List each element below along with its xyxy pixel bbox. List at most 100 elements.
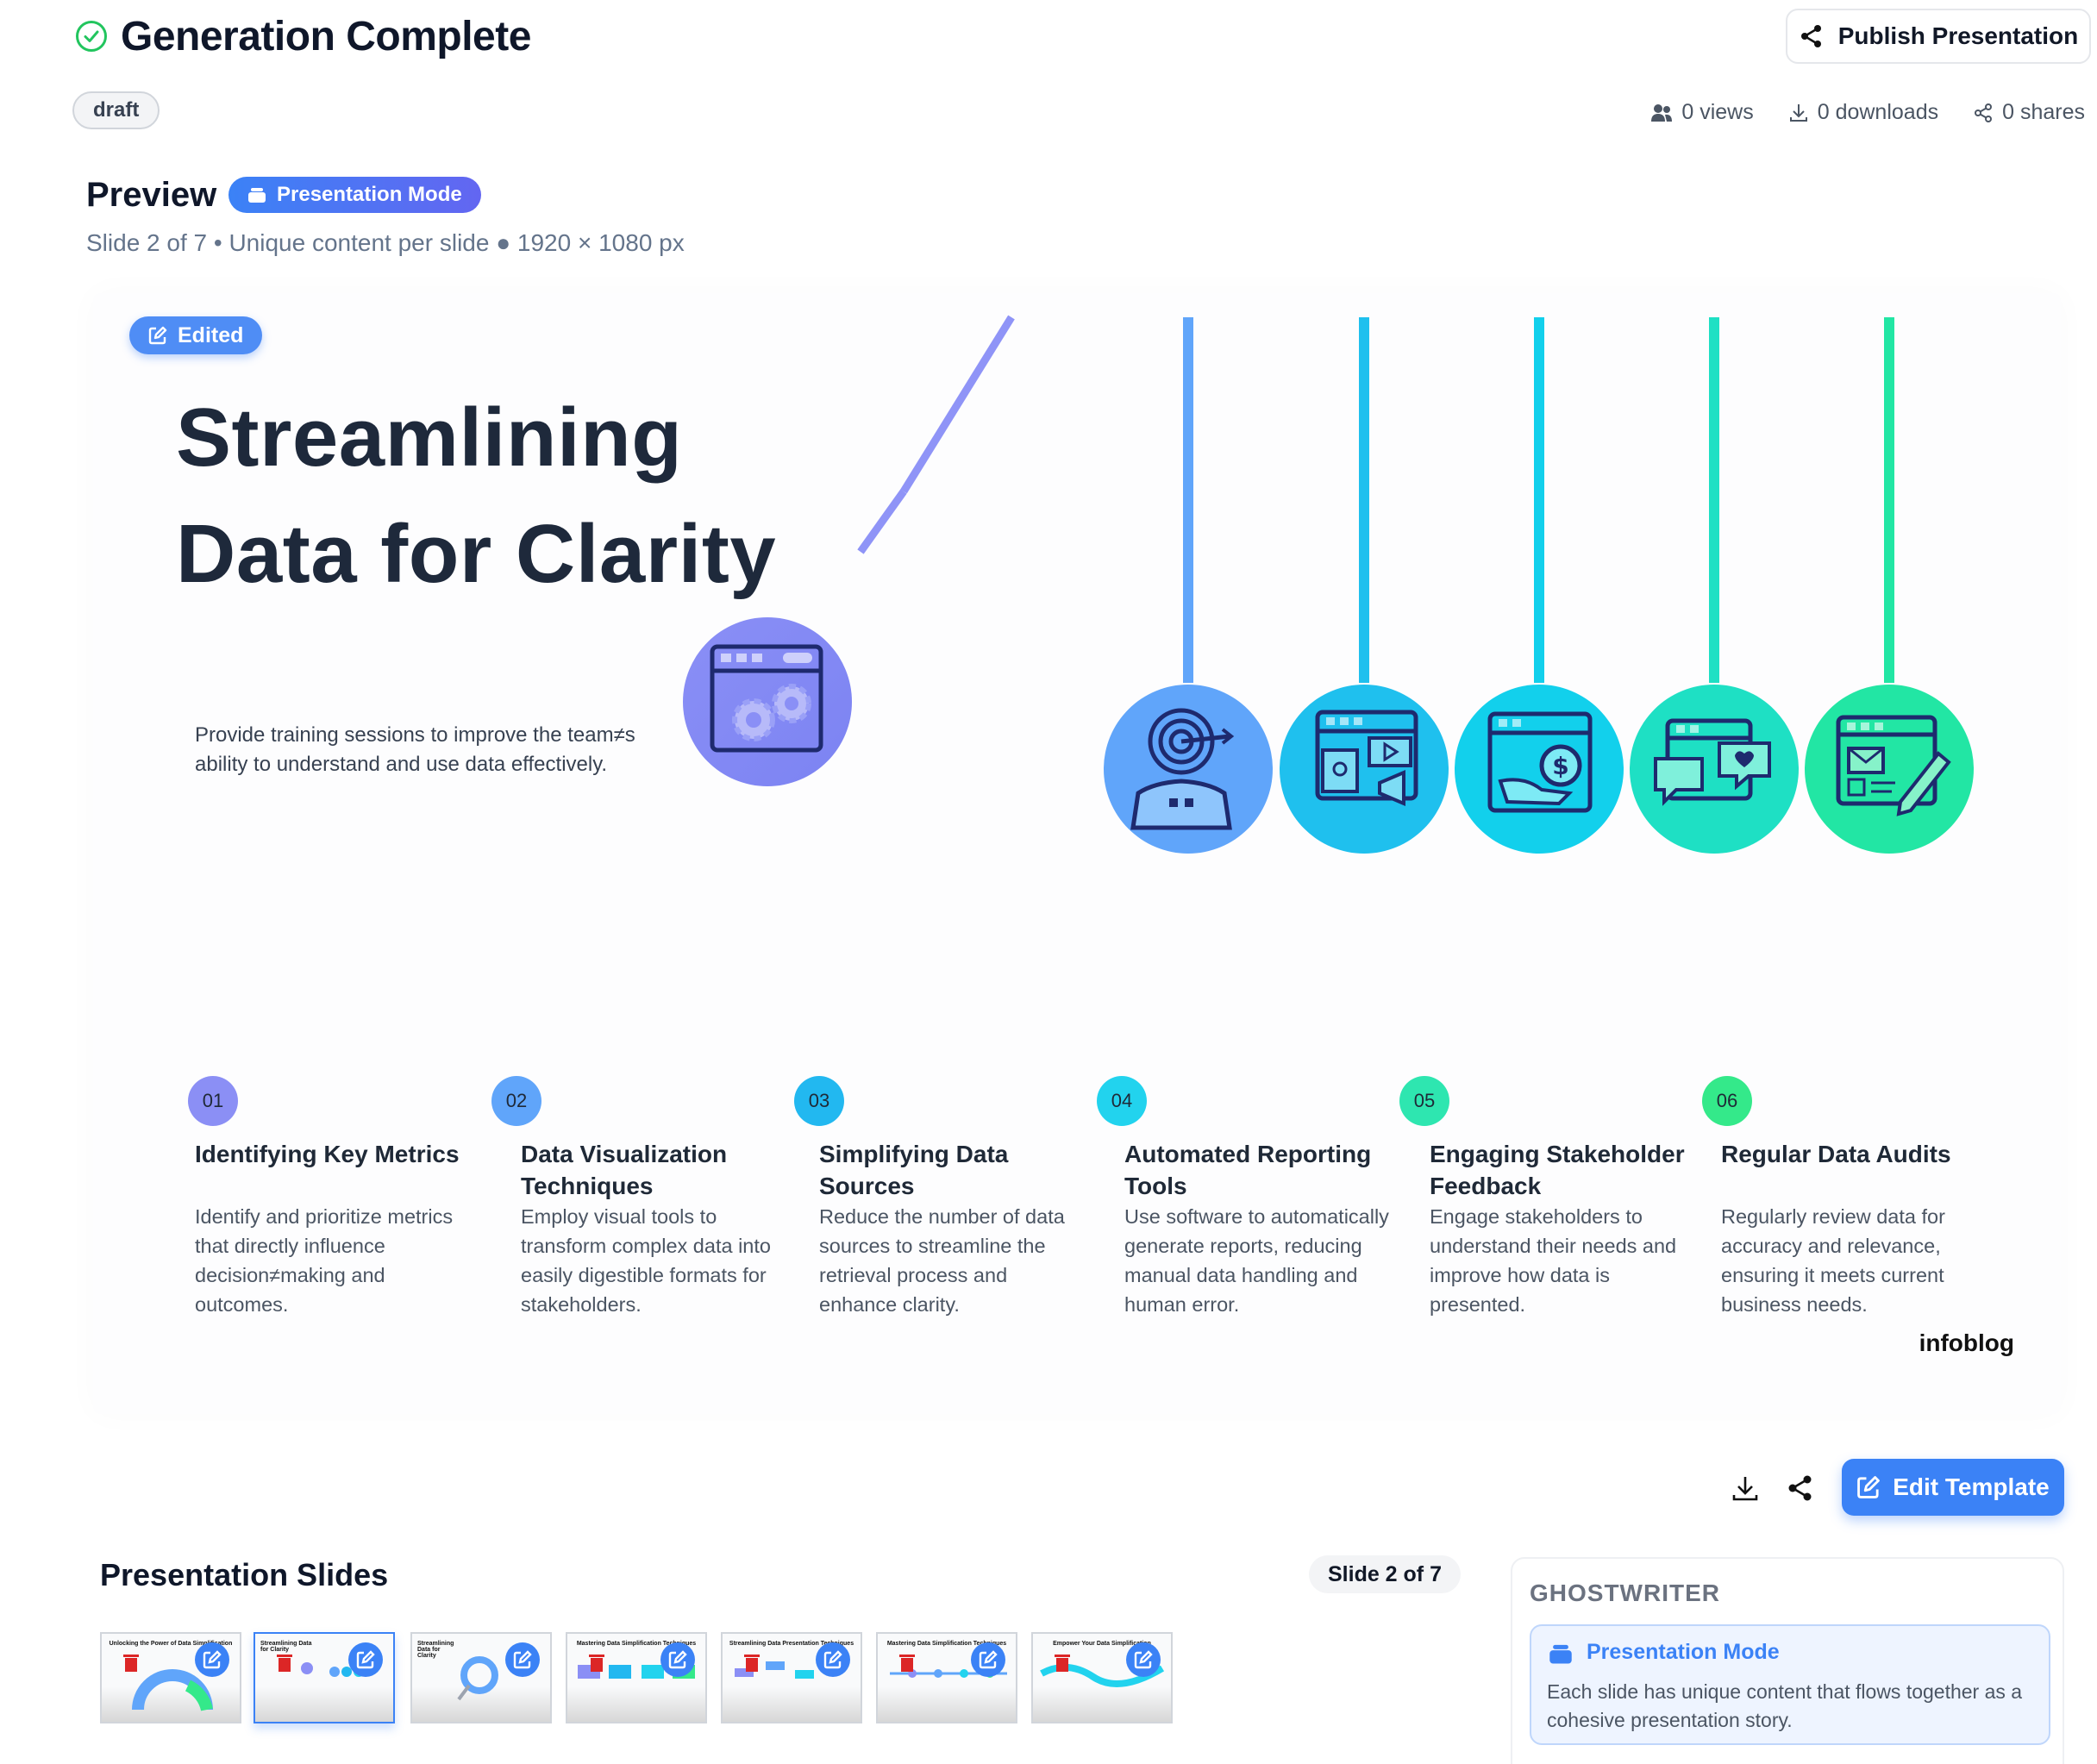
- step-title: Engaging Stakeholder Feedback: [1430, 1141, 1685, 1199]
- step-number: 03: [794, 1076, 844, 1126]
- media-marketing-icon: [1280, 685, 1449, 854]
- slide-thumbnail[interactable]: Mastering Data Simplification Techniques: [876, 1632, 1017, 1723]
- thumbnail-title: Mastering Data Simplification Techniques: [576, 1641, 697, 1647]
- share-icon: [1800, 25, 1821, 47]
- step-number: 06: [1702, 1076, 1752, 1126]
- layers-icon: [1549, 1644, 1572, 1664]
- slide-preview: $ Ed: [93, 293, 2061, 1414]
- step-description: Employ visual tools to transform complex…: [521, 1205, 771, 1316]
- slide-graphics: $: [683, 315, 1974, 854]
- share-icon: [1975, 103, 1993, 122]
- trash-icon[interactable]: [122, 1653, 140, 1673]
- svg-text:$: $: [1552, 752, 1568, 780]
- edit-icon: [823, 1650, 842, 1669]
- step-title: Identifying Key Metrics: [195, 1141, 460, 1167]
- brand-logo: infoblog: [1919, 1329, 2014, 1356]
- views-count: 0 views: [1681, 100, 1754, 124]
- slide-thumbnail[interactable]: Streamlining Data for Clarity: [254, 1632, 395, 1723]
- edit-icon: [1134, 1650, 1153, 1669]
- views-stat: 0 views: [1650, 100, 1754, 125]
- edit-icon: [1857, 1476, 1881, 1498]
- slide-title: Streamlining Data for Clarity: [176, 391, 777, 600]
- payment-window-icon: $: [1455, 685, 1624, 854]
- download-icon: [1789, 103, 1807, 122]
- edit-icon: [203, 1650, 222, 1669]
- slide-thumbnail[interactable]: Streamlining Data Presentation Technique…: [721, 1632, 862, 1723]
- edit-icon: [356, 1650, 375, 1669]
- edit-slide-button[interactable]: [660, 1642, 695, 1677]
- trash-icon[interactable]: [1054, 1653, 1071, 1673]
- edit-icon: [979, 1650, 998, 1669]
- ghostwriter-mode-card: Presentation Mode Each slide has unique …: [1530, 1624, 2050, 1745]
- target-person-icon: [1104, 685, 1273, 854]
- shares-stat: 0 shares: [1973, 100, 2085, 125]
- step-description: Reduce the number of data sources to str…: [819, 1205, 1065, 1316]
- presentation-mode-label: Presentation Mode: [277, 183, 462, 206]
- edited-badge[interactable]: Edited: [129, 316, 263, 354]
- preview-title: Preview: [86, 176, 217, 214]
- connector-line: [857, 489, 907, 554]
- edit-slide-button[interactable]: [816, 1642, 850, 1677]
- slides-heading: Presentation Slides: [100, 1557, 389, 1592]
- layers-icon: [248, 188, 266, 203]
- step-number: 01: [188, 1076, 238, 1126]
- edit-slide-button[interactable]: [195, 1642, 229, 1677]
- slide-thumbnail[interactable]: Streamlining Data for Clarity: [410, 1632, 552, 1723]
- edit-slide-button[interactable]: [348, 1642, 383, 1677]
- page-title: Generation Complete: [121, 14, 531, 59]
- edit-slide-button[interactable]: [971, 1642, 1005, 1677]
- downloads-count: 0 downloads: [1817, 100, 1939, 124]
- trash-icon[interactable]: [898, 1653, 916, 1673]
- design-edit-icon: [1805, 685, 1974, 854]
- edit-slide-button[interactable]: [505, 1642, 540, 1677]
- step-title: Regular Data Audits: [1721, 1141, 1951, 1167]
- slide-thumbnail[interactable]: Empower Your Data Simplification: [1031, 1632, 1173, 1723]
- ghostwriter-card-title: Presentation Mode: [1587, 1640, 1780, 1664]
- slide-count-badge: Slide 2 of 7: [1309, 1555, 1461, 1593]
- users-icon: [1651, 103, 1673, 122]
- trash-icon[interactable]: [588, 1653, 605, 1673]
- step-title: Simplifying Data Sources: [819, 1141, 1009, 1199]
- edit-icon: [668, 1650, 687, 1669]
- step-description: Identify and prioritize metrics that dir…: [195, 1205, 454, 1316]
- connector-line: [900, 315, 1015, 494]
- trash-icon[interactable]: [743, 1653, 761, 1673]
- step-description: Engage stakeholders to understand their …: [1430, 1205, 1677, 1316]
- thumbnail-graphic: [457, 1656, 498, 1701]
- ghostwriter-panel: GHOSTWRITER Presentation Mode Each slide…: [1511, 1557, 2064, 1764]
- step-number: 05: [1399, 1076, 1449, 1126]
- ghostwriter-card-description: Each slide has unique content that flows…: [1547, 1680, 2023, 1731]
- shares-count: 0 shares: [2002, 100, 2085, 124]
- thumbnail-title: Unlocking the Power of Data Simplificati…: [109, 1641, 233, 1647]
- stats-bar: 0 views 0 downloads 0 shares: [1650, 100, 2085, 125]
- publish-button[interactable]: Publish Presentation: [1786, 9, 2091, 64]
- edit-slide-button[interactable]: [1126, 1642, 1161, 1677]
- thumbnail-title: Streamlining Data for Clarity: [417, 1641, 454, 1659]
- slide-thumbnail[interactable]: Unlocking the Power of Data Simplificati…: [100, 1632, 241, 1723]
- publish-label: Publish Presentation: [1837, 22, 2079, 49]
- preview-subtitle: Slide 2 of 7 • Unique content per slide …: [86, 229, 685, 256]
- slide-thumbnail[interactable]: Mastering Data Simplification Techniques: [566, 1632, 707, 1723]
- share-icon[interactable]: [1785, 1473, 1816, 1504]
- edit-template-button[interactable]: Edit Template: [1842, 1459, 2064, 1516]
- thumbnail-title: Streamlining Data for Clarity: [260, 1641, 312, 1653]
- step-number: 02: [491, 1076, 541, 1126]
- edited-label: Edited: [178, 322, 244, 347]
- download-icon[interactable]: [1730, 1473, 1761, 1504]
- downloads-stat: 0 downloads: [1788, 100, 1938, 125]
- thumbnail-title: Mastering Data Simplification Techniques: [886, 1641, 1007, 1647]
- edit-template-label: Edit Template: [1893, 1473, 2050, 1500]
- step-title: Data Visualization Techniques: [521, 1141, 728, 1199]
- step-description: Use software to automatically generate r…: [1124, 1205, 1389, 1316]
- feedback-chat-icon: [1630, 685, 1799, 854]
- step-number: 04: [1097, 1076, 1147, 1126]
- status-badge: draft: [72, 91, 160, 129]
- check-circle-icon: [76, 21, 107, 52]
- ghostwriter-title: GHOSTWRITER: [1530, 1579, 1720, 1606]
- presentation-mode-badge[interactable]: Presentation Mode: [228, 177, 481, 213]
- trash-icon[interactable]: [276, 1653, 293, 1673]
- thumbnail-title: Streamlining Data Presentation Technique…: [729, 1641, 854, 1647]
- edit-icon: [148, 326, 167, 345]
- gears-window-icon: [683, 617, 852, 786]
- edit-icon: [513, 1650, 532, 1669]
